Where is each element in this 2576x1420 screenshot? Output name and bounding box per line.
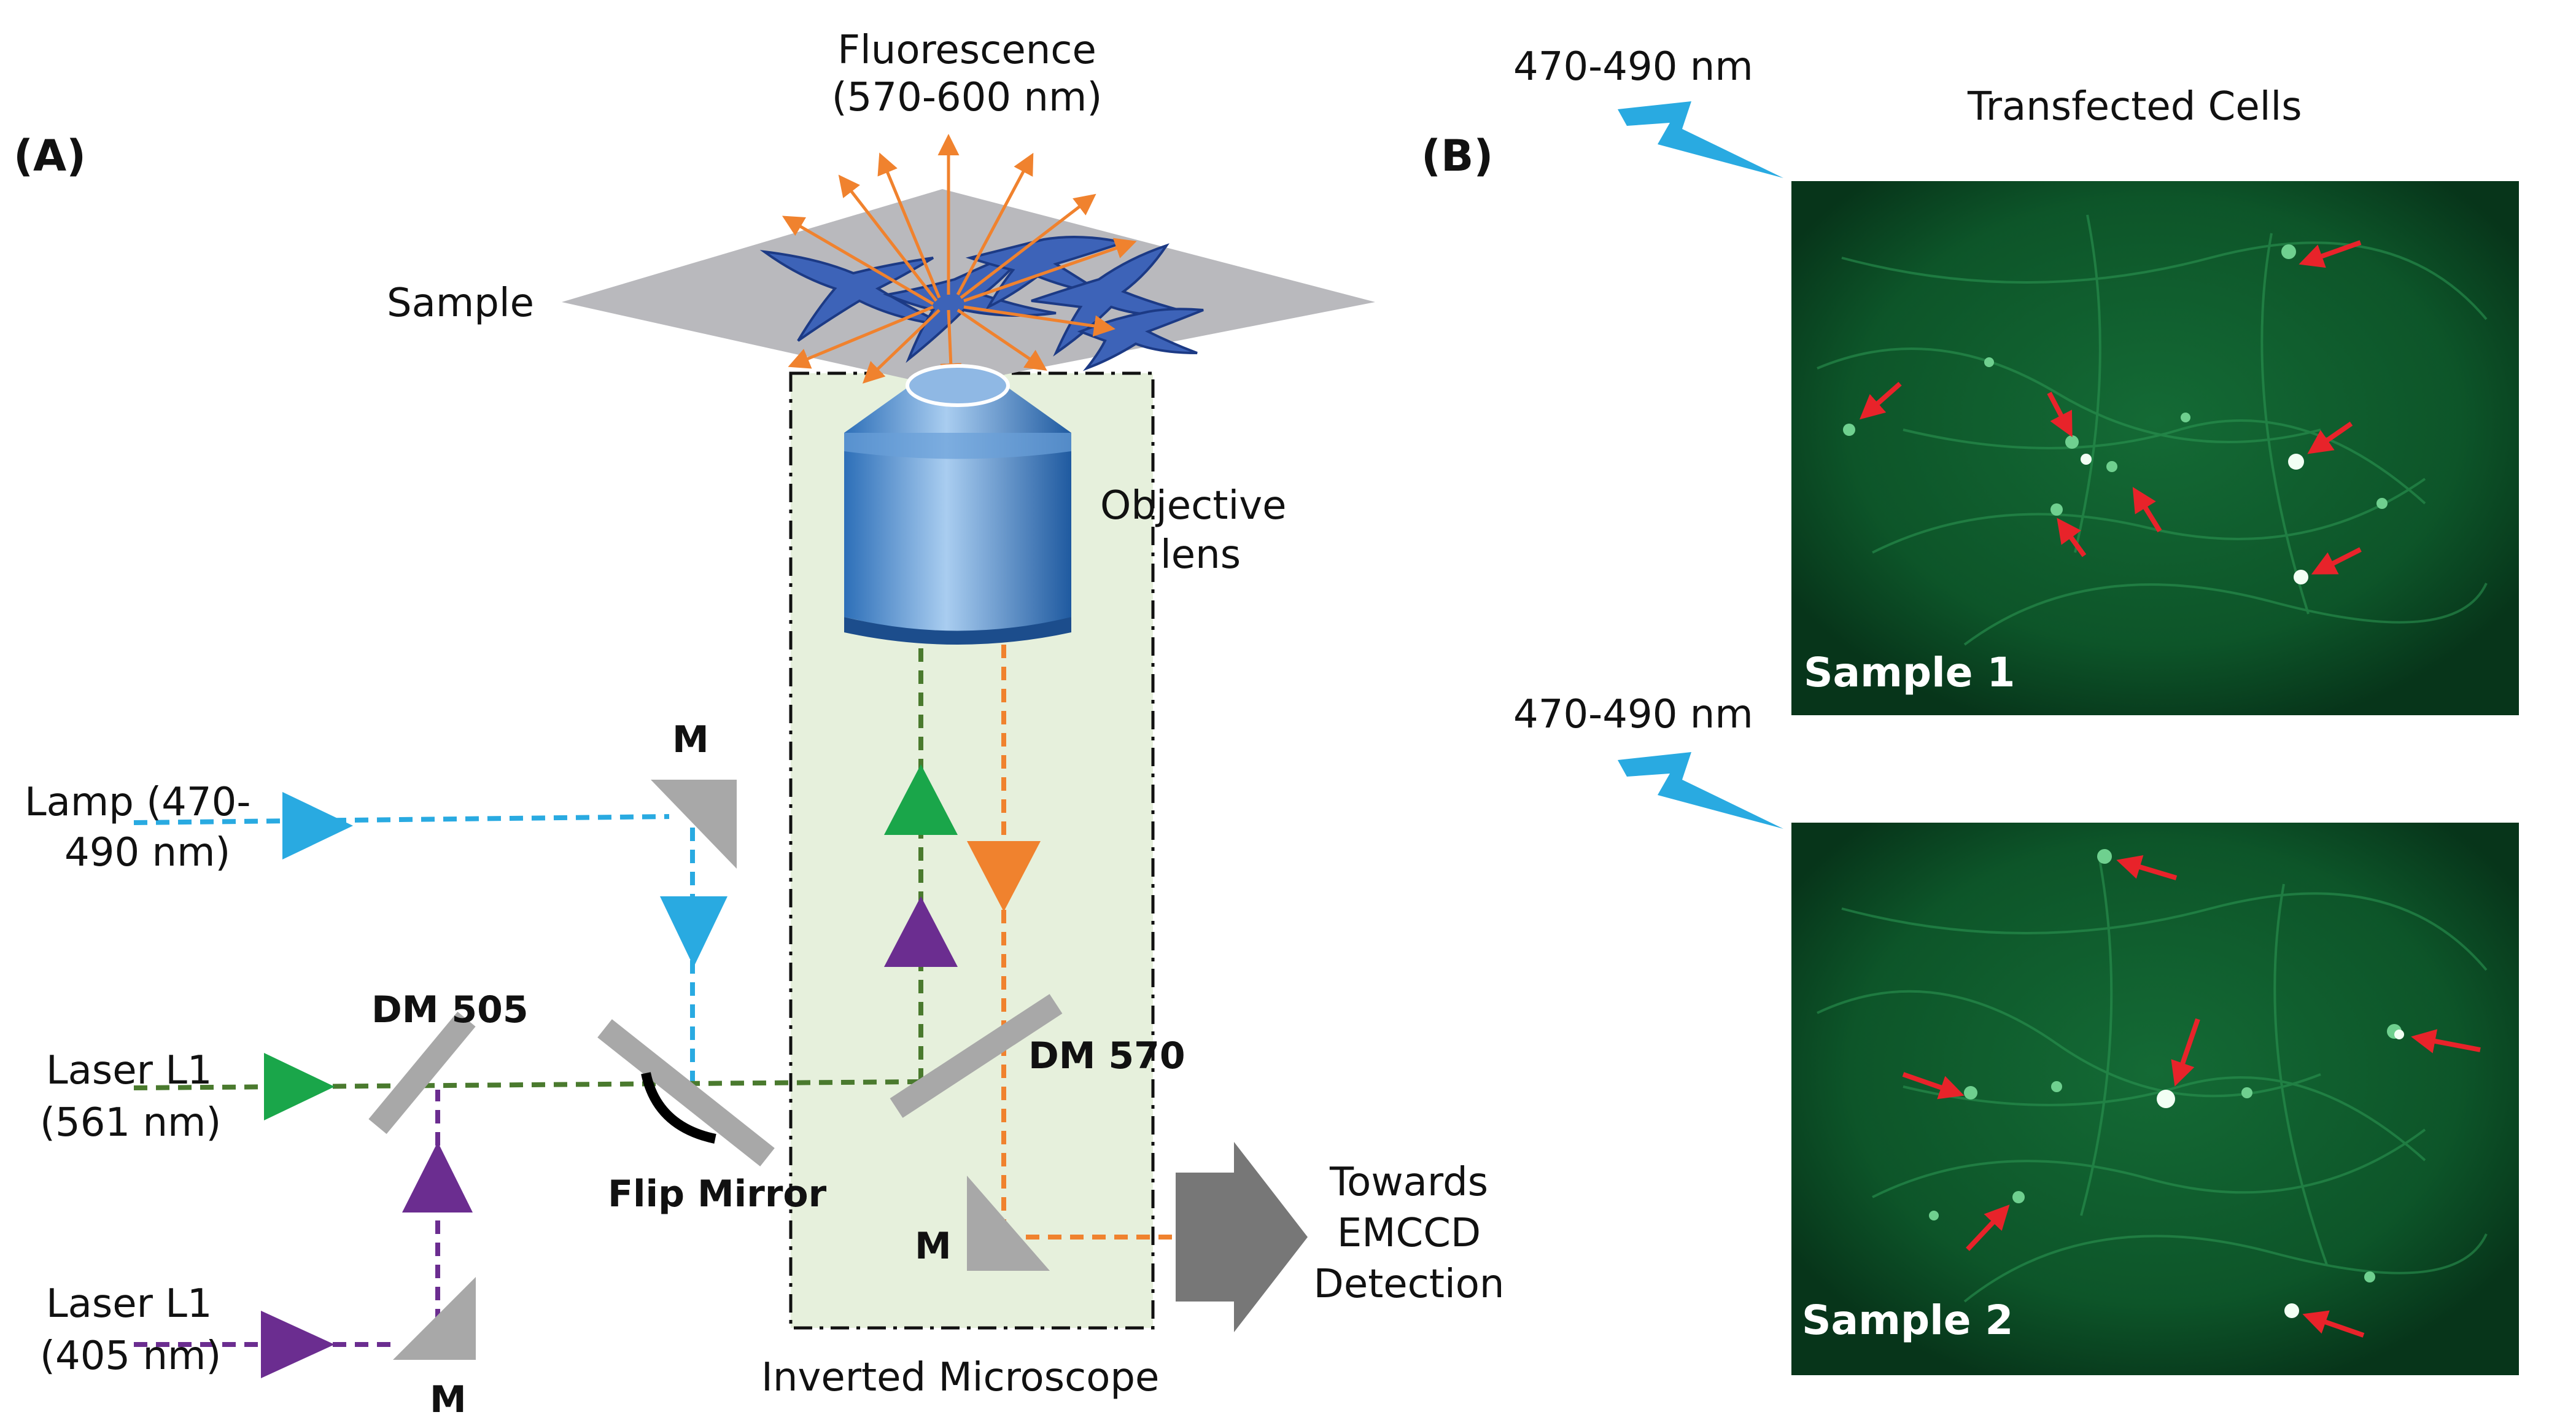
lamp-beam-horizontal	[133, 814, 670, 825]
objective-label-line2: lens	[1160, 532, 1241, 578]
flip-mirror-hinge	[641, 1072, 716, 1144]
green-laser-arrow	[264, 1053, 335, 1120]
mirror-violet	[393, 1277, 476, 1360]
violet-up-arrow-lower	[402, 1142, 473, 1212]
towards-label-line3: Detection	[1314, 1262, 1505, 1307]
lamp-arrow	[282, 792, 353, 859]
violet-laser-arrow	[261, 1311, 335, 1378]
dichroic-mirror-570	[890, 994, 1063, 1118]
fluorescence-emission-arrows	[782, 134, 1137, 385]
fluorescence-label-line2: (570-600 nm)	[832, 75, 1103, 120]
laser405-label-line2: (405 nm)	[40, 1333, 221, 1379]
emission-down-arrow	[967, 841, 1041, 912]
lightning-icon-bottom	[1618, 752, 1783, 829]
mirror-label-violet: M	[430, 1378, 467, 1420]
objective-lens	[844, 364, 1071, 645]
laser561-label-line2: (561 nm)	[40, 1100, 221, 1146]
lamp-label-line1: Lamp (470-	[25, 780, 250, 825]
green-up-arrow	[884, 764, 958, 835]
mirror-label-top: M	[672, 718, 709, 761]
inverted-microscope-label: Inverted Microscope	[761, 1355, 1159, 1400]
transfected-cells-title: Transfected Cells	[1967, 84, 2302, 130]
fluorescence-label-line1: Fluorescence	[837, 28, 1096, 73]
laser561-label-line1: Laser L1	[46, 1048, 212, 1093]
flip-mirror-label: Flip Mirror	[608, 1173, 827, 1216]
dichroic-mirror-505	[368, 1011, 476, 1135]
violet-up-arrow	[884, 896, 958, 967]
laser405-label-line1: Laser L1	[46, 1281, 212, 1327]
mirror-label-emission: M	[915, 1225, 952, 1268]
lamp-label-line2: 490 nm)	[64, 830, 230, 875]
excitation-label-top: 470-490 nm	[1513, 44, 1753, 90]
flip-mirror	[597, 1019, 775, 1166]
panel-b-label: (B)	[1421, 131, 1493, 181]
sample-2-caption: Sample 2	[1802, 1297, 2013, 1344]
dm505-label: DM 505	[371, 988, 529, 1031]
towards-label-line2: EMCCD	[1337, 1211, 1481, 1256]
objective-label-line1: Objective	[1100, 483, 1286, 529]
lightning-icon-top	[1618, 101, 1783, 178]
micrograph-sample-2: Sample 2	[1791, 823, 2519, 1375]
excitation-label-bottom: 470-490 nm	[1513, 692, 1753, 737]
panel-a-label: (A)	[14, 131, 86, 181]
towards-label-line1: Towards	[1329, 1160, 1488, 1205]
mirror-lamp	[651, 780, 737, 869]
sample-1-caption: Sample 1	[1804, 649, 2015, 696]
sample-label: Sample	[387, 281, 534, 326]
micrograph-sample-1: Sample 1	[1791, 181, 2519, 715]
dm570-label: DM 570	[1028, 1034, 1185, 1077]
emccd-detector-arrow	[1176, 1142, 1308, 1332]
lamp-down-arrow	[660, 896, 727, 967]
mirror-emission	[967, 1176, 1050, 1271]
